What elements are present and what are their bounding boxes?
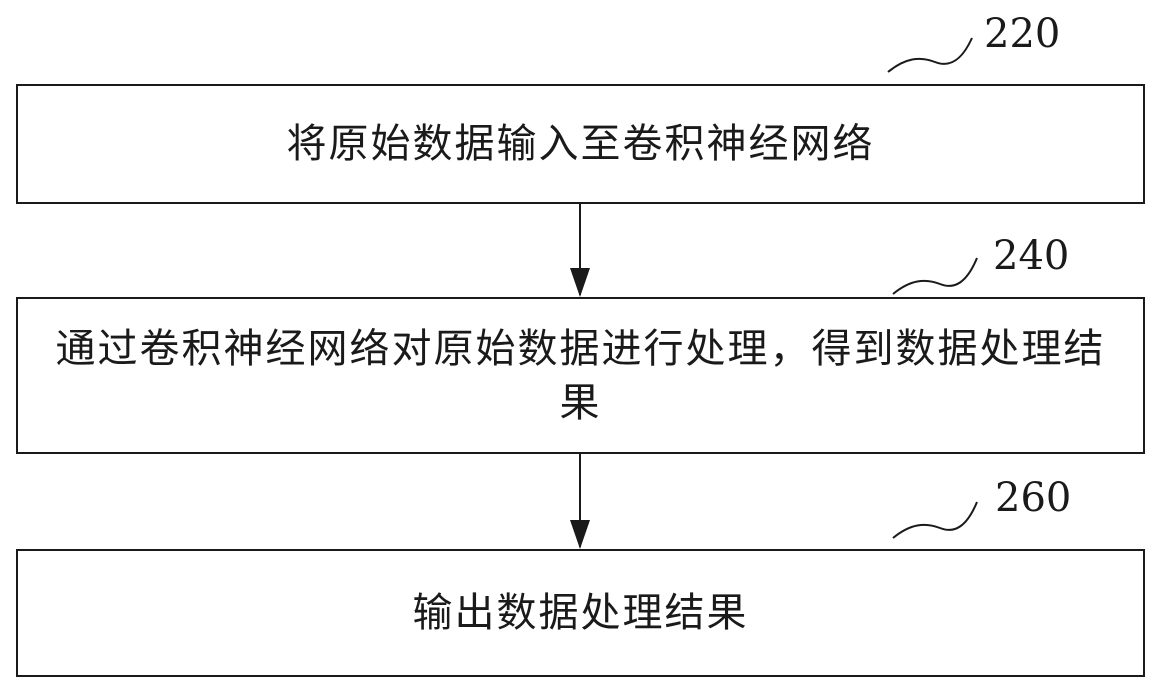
step-box-220: 将原始数据输入至卷积神经网络 bbox=[16, 84, 1145, 204]
step-ref-220: 220 bbox=[984, 11, 1061, 57]
arrowhead-220-to-240 bbox=[570, 268, 590, 297]
step-ref-260: 260 bbox=[995, 475, 1072, 521]
step-ref-240: 240 bbox=[993, 233, 1070, 279]
step-text-220: 将原始数据输入至卷积神经网络 bbox=[286, 121, 875, 167]
step-text-240: 通过卷积神经网络对原始数据进行处理，得到数据处理结果 bbox=[55, 325, 1106, 426]
leader-line-220 bbox=[887, 37, 973, 73]
arrowhead-240-to-260 bbox=[570, 520, 590, 549]
leader-line-240 bbox=[892, 257, 978, 295]
leader-line-260 bbox=[892, 501, 978, 539]
step-box-240: 通过卷积神经网络对原始数据进行处理，得到数据处理结果 bbox=[16, 297, 1145, 454]
step-box-260: 输出数据处理结果 bbox=[16, 549, 1145, 677]
step-text-260: 输出数据处理结果 bbox=[412, 590, 749, 636]
